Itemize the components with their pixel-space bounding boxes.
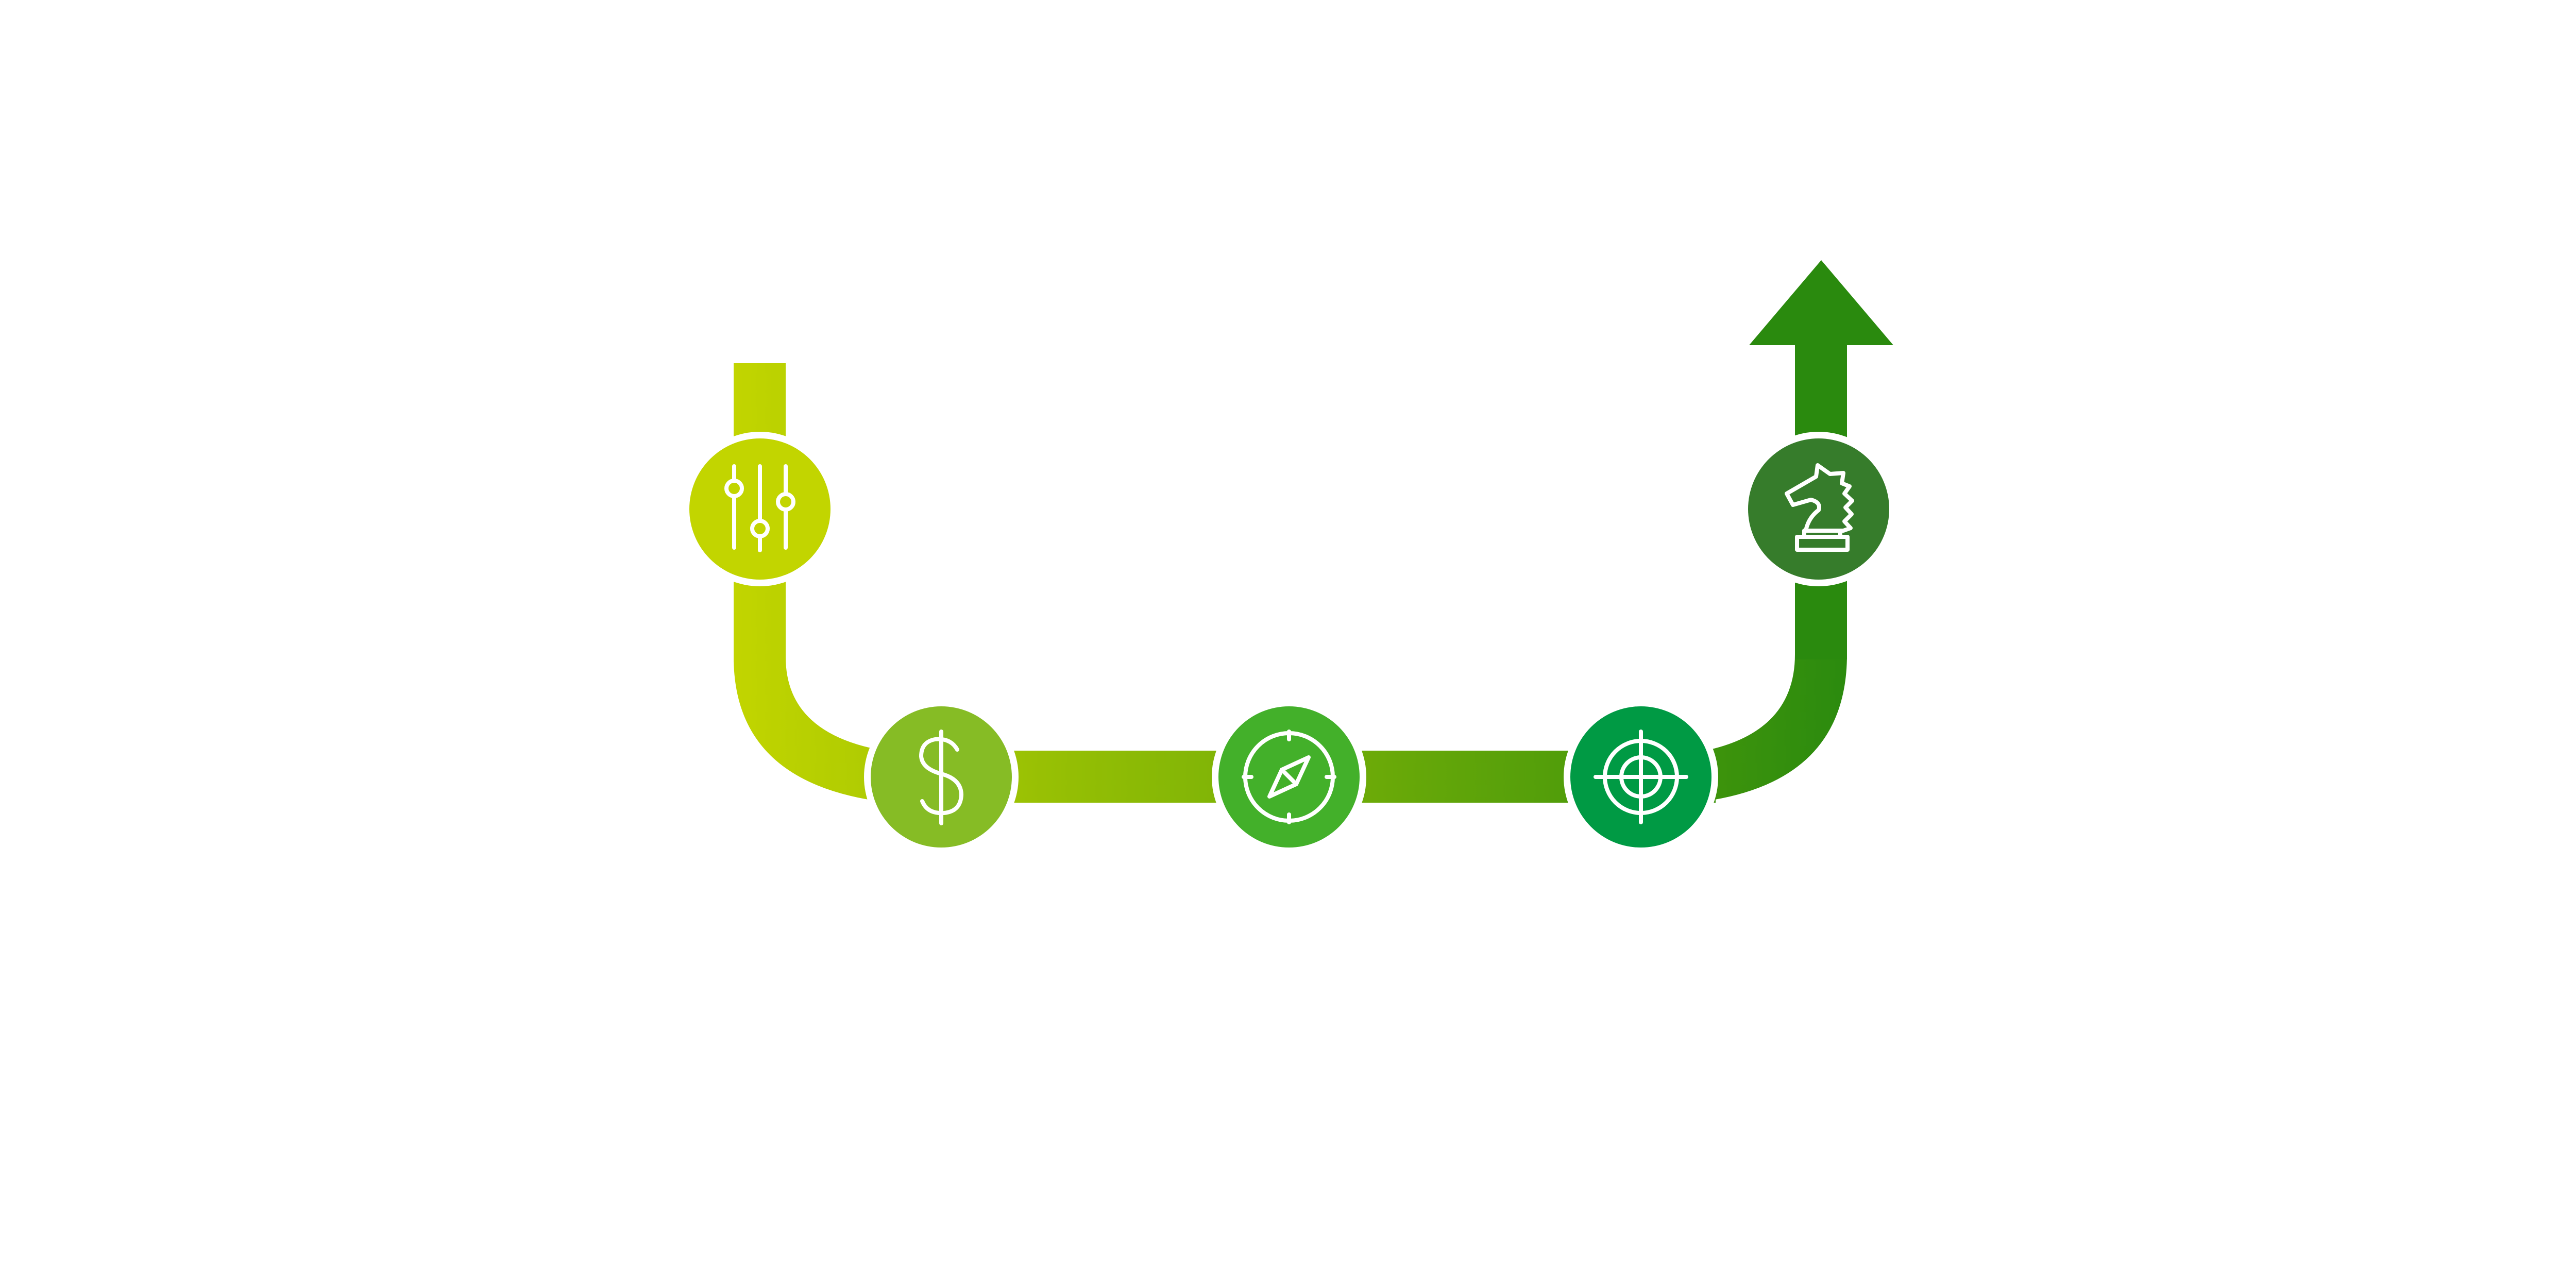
left-curve-segment [734,657,878,801]
right-curve-segment [1705,654,1847,801]
step-node-2[interactable] [864,700,1019,854]
step-node-3[interactable] [1212,700,1366,854]
chess-knight-icon [1785,463,1854,552]
compass-icon [1242,730,1336,824]
dollar-icon [919,730,963,825]
sliders-icon [724,464,795,552]
target-icon [1594,730,1688,824]
step-node-1[interactable] [683,432,837,586]
arrow-up-icon [1749,260,1893,345]
step-node-4[interactable] [1564,700,1718,854]
step-node-5[interactable] [1741,432,1896,586]
